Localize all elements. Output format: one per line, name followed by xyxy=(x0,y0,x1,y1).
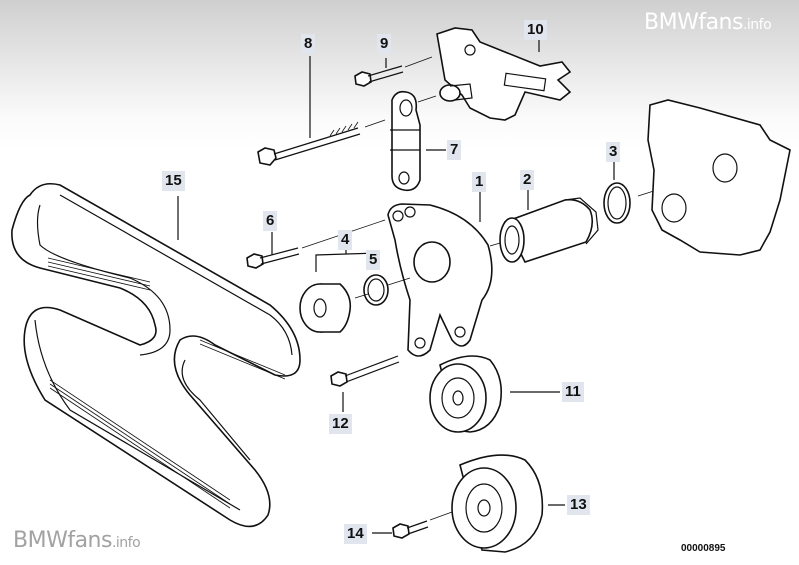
watermark-bottom-suffix: .info xyxy=(111,535,141,551)
callout-13[interactable]: 13 xyxy=(567,495,590,515)
callout-7[interactable]: 7 xyxy=(447,140,462,160)
short-bolt-9[interactable] xyxy=(354,56,433,87)
callout-2[interactable]: 2 xyxy=(520,170,535,190)
long-stud-8[interactable] xyxy=(257,56,386,166)
callout-8[interactable]: 8 xyxy=(301,34,316,54)
callout-10[interactable]: 10 xyxy=(524,20,547,40)
ribbed-belt-15[interactable] xyxy=(11,182,301,528)
threaded-sleeve-2[interactable] xyxy=(489,190,599,263)
diagram-number: 00000895 xyxy=(681,543,726,554)
callout-9[interactable]: 9 xyxy=(377,34,392,54)
callout-1[interactable]: 1 xyxy=(472,172,487,192)
callout-4[interactable]: 4 xyxy=(338,230,353,250)
watermark-top-brand: BMWfans xyxy=(644,10,743,35)
callout-12[interactable]: 12 xyxy=(329,414,352,434)
bolt-12[interactable] xyxy=(330,355,400,412)
callout-5[interactable]: 5 xyxy=(366,250,381,270)
tensioner-arm-1[interactable] xyxy=(387,190,493,357)
callout-11[interactable]: 11 xyxy=(562,382,584,402)
mounting-bracket-10[interactable] xyxy=(436,27,572,121)
callout-6[interactable]: 6 xyxy=(263,211,278,231)
watermark-bottom: BMWfans.info xyxy=(13,528,141,553)
watermark-bottom-brand: BMWfans xyxy=(13,528,112,553)
callout-3[interactable]: 3 xyxy=(606,142,621,162)
pulley-11[interactable] xyxy=(429,355,560,433)
hydraulic-damper-7[interactable] xyxy=(390,90,446,192)
bolt-14[interactable] xyxy=(372,511,453,539)
timing-case-cover xyxy=(647,99,791,256)
watermark-top: BMWfans.info xyxy=(644,10,772,35)
watermark-top-suffix: .info xyxy=(742,17,772,33)
pulley-13[interactable] xyxy=(451,454,565,553)
cap-4[interactable] xyxy=(299,248,379,333)
o-ring-5[interactable] xyxy=(354,274,411,306)
callout-15[interactable]: 15 xyxy=(162,171,185,191)
callout-14[interactable]: 14 xyxy=(344,524,367,544)
bolt-6[interactable] xyxy=(246,219,386,269)
